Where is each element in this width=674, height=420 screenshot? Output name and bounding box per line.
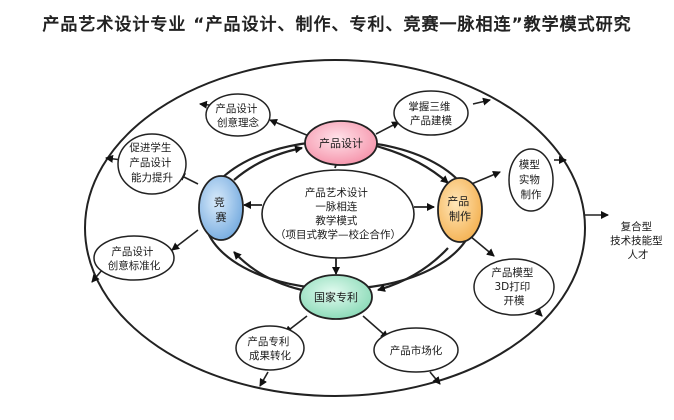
node-prototype-making-label: 模型 实物 制作 <box>519 158 543 201</box>
node-design-standardization <box>93 235 175 281</box>
node-marketization-label: 产品市场化 <box>390 344 443 357</box>
node-prototype-making <box>508 148 554 212</box>
hub-national-patent <box>299 274 373 320</box>
node-ability-improvement-label: 促进学生 产品设计 能力提升 <box>129 141 174 184</box>
hub-competition <box>198 175 244 241</box>
center-label: 产品艺术设计 一脉相连 教学模式 （项目式教学—校企合作） <box>275 186 401 241</box>
page-title: 产品艺术设计专业 “产品设计、制作、专利、竞赛一脉相连”教学模式研究 <box>42 15 632 35</box>
hub-competition-label: 竞 赛 <box>214 195 229 224</box>
node-design-concept-label: 产品设计 创意理念 <box>215 102 260 129</box>
hub-national-patent-label: 国家专利 <box>314 290 358 304</box>
hub-product-design-label: 产品设计 <box>319 136 363 150</box>
arrow-make-to-patent <box>377 247 449 292</box>
center-node <box>261 169 415 259</box>
node-3d-printing-label: 产品模型 3D打印 开模 <box>491 266 536 307</box>
node-ability-improvement <box>117 133 187 195</box>
node-patent-transfer-label: 产品专利 成果转化 <box>247 335 292 362</box>
hub-product-make-label: 产品 制作 <box>447 194 473 223</box>
arrow-patent-to-contest <box>233 251 303 292</box>
node-3d-modeling <box>393 90 469 136</box>
arrow-design-to-make <box>375 144 449 184</box>
outer-ellipse <box>84 59 586 397</box>
node-design-concept <box>205 93 271 137</box>
outcome-label: 复合型 技术技能型 人才 <box>610 220 666 261</box>
node-patent-transfer <box>235 325 305 371</box>
node-marketization <box>373 327 459 373</box>
hub-product-design <box>304 120 378 166</box>
node-3d-modeling-label: 掌握三维 产品建模 <box>408 100 453 127</box>
node-3d-printing <box>473 258 555 316</box>
hub-product-make <box>437 177 483 243</box>
arrow-contest-to-design <box>233 145 303 181</box>
node-design-standardization-label: 产品设计 创意标准化 <box>108 245 161 272</box>
